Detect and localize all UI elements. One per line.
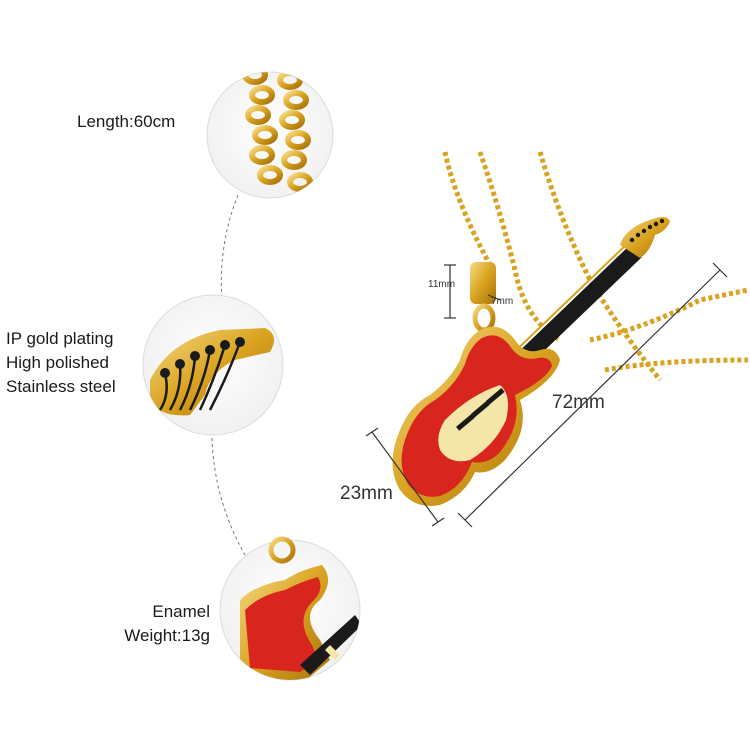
polish-line: High polished	[6, 353, 110, 372]
dimension-lines	[365, 262, 728, 528]
material-label: IP gold plating High polished Stainless …	[6, 327, 116, 399]
enamel-weight-label: Enamel Weight:13g	[124, 600, 210, 648]
weight-line: Weight:13g	[124, 626, 210, 645]
headstock-detail-circle	[142, 294, 284, 436]
connector-dashed-top	[220, 194, 239, 301]
enamel-line: Enamel	[152, 602, 210, 621]
enamel-detail-circle	[219, 536, 361, 681]
connector-dashed-bottom	[211, 437, 246, 556]
bail-width-dimension: 7mm	[491, 296, 514, 307]
chain-detail-circle	[206, 71, 334, 199]
bail-height-dimension: 11mm	[428, 279, 456, 290]
pendant-chains	[442, 151, 749, 382]
steel-line: Stainless steel	[6, 377, 116, 396]
plating-line: IP gold plating	[6, 329, 114, 348]
width-dimension: 23mm	[340, 483, 393, 504]
length-label: Length:60cm	[77, 112, 176, 131]
length-dimension: 72mm	[552, 392, 605, 413]
guitar-pendant	[392, 216, 670, 506]
